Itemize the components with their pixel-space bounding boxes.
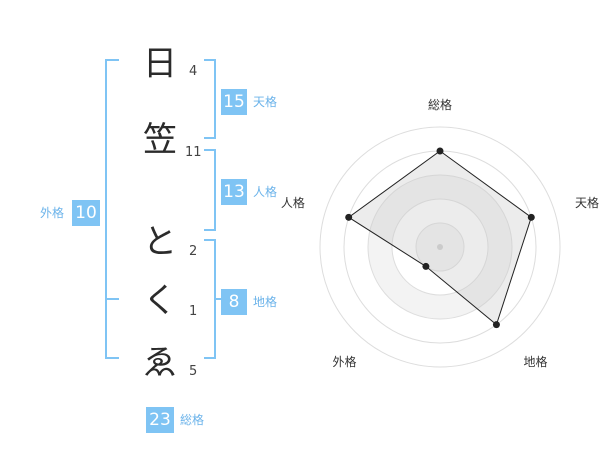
- name-char-5: ゑ: [143, 343, 177, 383]
- radar-point-4: [422, 262, 430, 270]
- stroke-count-1: 4: [189, 64, 198, 79]
- radar-axis-label: 地格: [523, 354, 547, 369]
- radar-point-5: [345, 213, 353, 221]
- radar-point-1: [436, 147, 444, 155]
- radar-axis-label: 総格: [428, 97, 452, 112]
- radar-point-3: [492, 321, 500, 329]
- radar-series-polygon: [347, 150, 532, 326]
- chikaku-value: 8: [221, 289, 247, 315]
- soukaku-value: 23: [146, 407, 174, 433]
- name-char-1: 日: [143, 44, 177, 84]
- soukaku-label: 総格: [180, 413, 205, 427]
- tenkaku-label: 天格: [253, 95, 278, 109]
- stroke-count-3: 2: [189, 244, 198, 259]
- name-char-3: と: [143, 222, 177, 262]
- radar-axis-label: 外格: [333, 354, 357, 369]
- stroke-count-2: 11: [185, 145, 202, 160]
- stroke-count-4: 1: [189, 304, 198, 319]
- radar-point-2: [527, 213, 535, 221]
- radar-axis-label: 天格: [575, 195, 599, 210]
- tenkaku-value: 15: [221, 89, 247, 115]
- name-char-4: く: [143, 281, 177, 321]
- name-char-2: 笠: [143, 120, 177, 160]
- radar-center-dot: [437, 244, 443, 250]
- gaikaku-label: 外格: [40, 206, 65, 220]
- jinkaku-value: 13: [221, 179, 247, 205]
- radar-axis-label: 人格: [281, 195, 305, 210]
- gaikaku-value: 10: [72, 200, 100, 226]
- chikaku-label: 地格: [253, 295, 278, 309]
- stroke-count-5: 5: [189, 364, 198, 379]
- jinkaku-label: 人格: [253, 185, 278, 199]
